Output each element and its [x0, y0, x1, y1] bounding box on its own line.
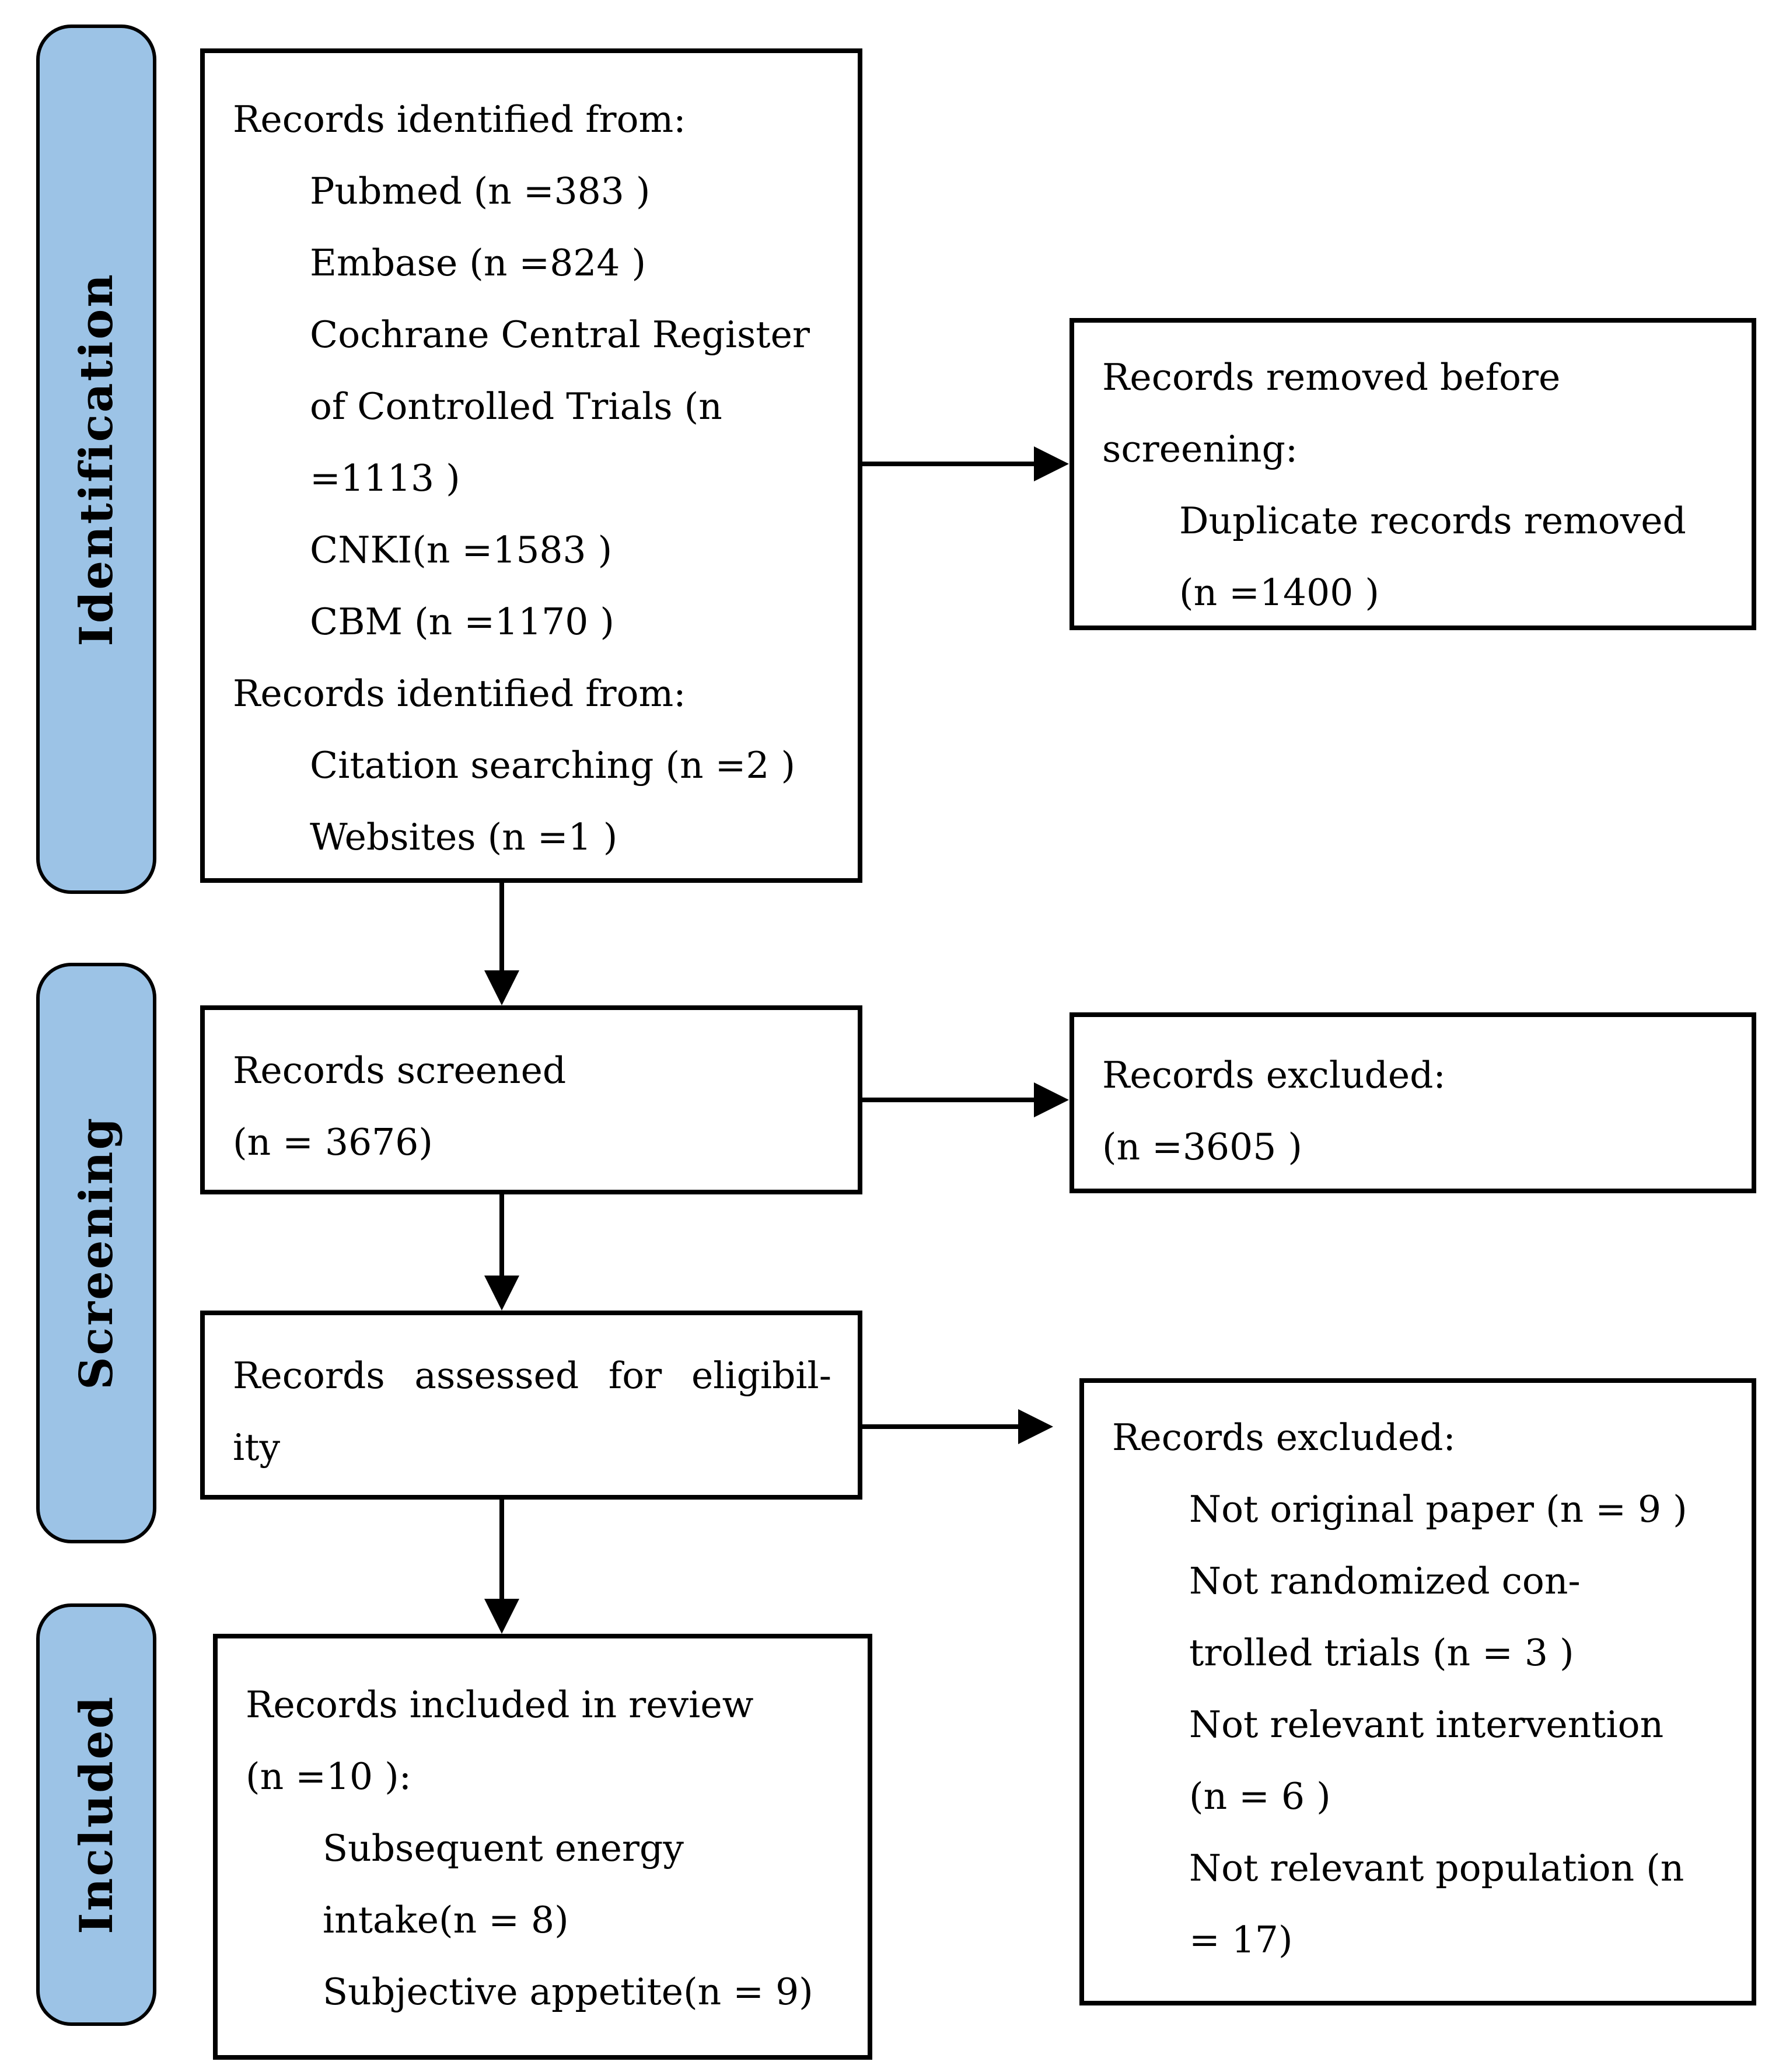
box-line: Records excluded:: [1112, 1416, 1456, 1459]
box-line: = 17): [1189, 1919, 1293, 1961]
box-line: Subjective appetite(n = 9): [323, 1970, 813, 2013]
box-line: Records screened: [233, 1049, 567, 1092]
arrowhead-right-icon: [1018, 1409, 1053, 1444]
box-line: of Controlled Trials (n: [310, 385, 722, 428]
box-records-screened: Records screened (n = 3676): [200, 1005, 862, 1194]
arrowhead-down-icon: [484, 1276, 519, 1311]
box-line: CBM (n =1170 ): [310, 600, 614, 643]
arrowhead-down-icon: [484, 970, 519, 1005]
box-line: Records removed before: [1102, 356, 1561, 399]
arrowhead-right-icon: [1034, 1082, 1069, 1117]
box-records-excluded-eligibility: Records excluded: Not original paper (n …: [1079, 1378, 1756, 2005]
box-line: Records identified from:: [233, 98, 686, 141]
box-line: Records identified from:: [233, 672, 686, 715]
box-line: trolled trials (n = 3 ): [1189, 1631, 1574, 1674]
box-line: Not relevant intervention: [1189, 1703, 1664, 1746]
box-line: Not original paper (n = 9 ): [1189, 1488, 1687, 1531]
box-line: Records included in review: [246, 1683, 754, 1726]
arrow-line: [862, 1424, 1021, 1429]
box-records-identified: Records identified from: Pubmed (n =383 …: [200, 48, 862, 883]
box-line: =1113 ): [310, 457, 460, 499]
box-line: CNKI(n =1583 ): [310, 529, 613, 571]
stage-included-label: Included: [69, 1695, 123, 1934]
box-line: (n =10 ):: [246, 1755, 411, 1798]
box-line: Embase (n =824 ): [310, 242, 646, 284]
stage-included: Included: [36, 1603, 156, 2026]
box-line: Websites (n =1 ): [310, 816, 618, 858]
arrow-line: [499, 1194, 504, 1278]
box-line: (n =1400 ): [1179, 571, 1379, 614]
box-line: screening:: [1102, 428, 1298, 470]
box-line: Records assessed for eligibil-: [233, 1354, 831, 1397]
box-line: Pubmed (n =383 ): [310, 170, 651, 212]
box-line: ity: [233, 1426, 281, 1469]
box-line: Not relevant population (n: [1189, 1847, 1684, 1889]
box-line: Records excluded:: [1102, 1054, 1446, 1096]
arrowhead-down-icon: [484, 1599, 519, 1634]
arrow-line: [499, 1500, 504, 1602]
box-records-removed-before-screening: Records removed before screening: Duplic…: [1070, 318, 1756, 630]
box-line: (n = 6 ): [1189, 1775, 1331, 1818]
box-line: (n =3605 ): [1102, 1126, 1302, 1168]
box-line: Citation searching (n =2 ): [310, 744, 796, 787]
box-line: Duplicate records removed: [1179, 499, 1686, 542]
arrow-line: [862, 1098, 1037, 1102]
box-line: Cochrane Central Register: [310, 313, 810, 356]
arrowhead-right-icon: [1034, 446, 1069, 481]
box-records-assessed: Records assessed for eligibil- ity: [200, 1311, 862, 1500]
box-records-excluded-screening: Records excluded: (n =3605 ): [1070, 1012, 1756, 1193]
box-line: Not randomized con-: [1189, 1560, 1581, 1602]
stage-identification-label: Identification: [69, 272, 123, 647]
arrow-line: [499, 883, 504, 973]
box-records-included: Records included in review (n =10 ): Sub…: [213, 1634, 872, 2060]
box-line: (n = 3676): [233, 1121, 433, 1163]
box-line: Subsequent energy: [323, 1827, 684, 1870]
arrow-line: [862, 462, 1037, 466]
stage-identification: Identification: [36, 25, 156, 894]
box-line: intake(n = 8): [323, 1899, 569, 1941]
stage-screening: Screening: [36, 963, 156, 1543]
stage-screening-label: Screening: [69, 1116, 123, 1390]
